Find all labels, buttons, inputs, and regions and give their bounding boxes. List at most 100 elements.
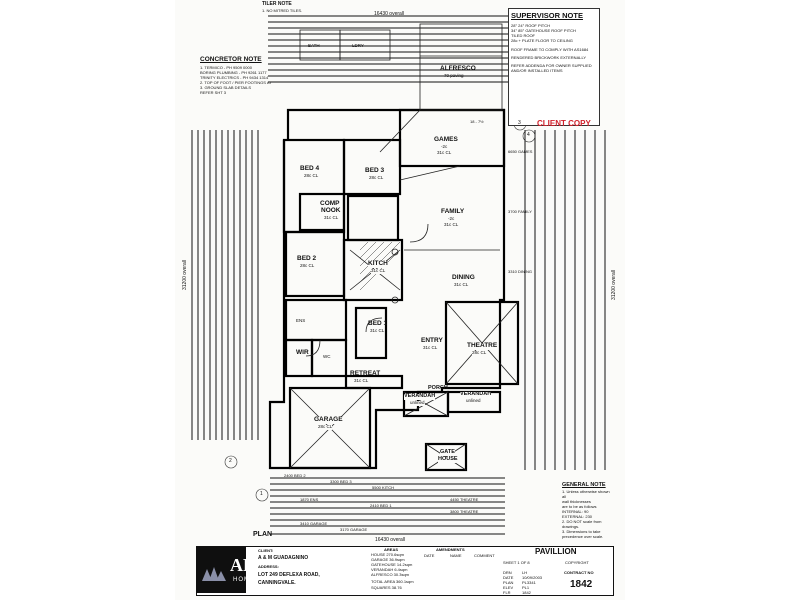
room-garage-ceiling: 28c CL xyxy=(318,424,333,430)
room-alfresco-finish: 70 paving xyxy=(444,73,464,78)
room-dining: DINING xyxy=(452,274,475,281)
room-dining-ceiling: 31c CL xyxy=(454,282,469,287)
area-line: ALFRESCO 30.3sqm xyxy=(371,572,410,577)
supervisor-note: SUPERVISOR NOTE 28° 24° ROOF PITCH 34° 8… xyxy=(508,8,600,126)
room-verandah-left: VERANDAH xyxy=(404,393,436,400)
concreter-line: 2. TOP OF FOOT / PIER FOOTINGS AT xyxy=(200,80,272,85)
room-family: FAMILY xyxy=(441,208,465,215)
room-bed3: BED 3 xyxy=(365,167,385,174)
area-line: VERANDAH 6.4sqm xyxy=(371,567,408,572)
supervisor-line: TILED ROOF xyxy=(511,33,536,38)
date-label: DATE xyxy=(503,575,514,580)
concreter-line: 3. GROUND SLAB DETAILS xyxy=(200,85,252,90)
date-value: 10/09/2003 xyxy=(522,575,543,580)
copyright-label: COPYRIGHT xyxy=(565,560,589,565)
dim-bottom: 4450 THEATRE xyxy=(450,497,479,502)
grid-marker: 4 xyxy=(527,132,530,138)
general-note-line: wall thicknesses xyxy=(562,499,591,504)
room-bed4-ceiling: 28c CL xyxy=(304,173,319,178)
elev-value: PL1 xyxy=(522,585,530,590)
concreter-note: CONCRETOR NOTE 1. TERMICO - PH 9509 0000… xyxy=(198,54,288,116)
room-bed3-ceiling: 28c CL xyxy=(369,175,384,180)
apg-logo xyxy=(196,547,246,593)
supervisor-line: ROOF FRAME TO COMPLY WITH AS1684 xyxy=(511,47,589,52)
plan-label: PLAN xyxy=(253,531,273,538)
supervisor-note-title: SUPERVISOR NOTE xyxy=(511,11,583,20)
room-kitch-ceiling: 31c CL xyxy=(371,268,386,274)
supervisor-line: 34° 85° GATEHOUSE ROOF PITCH xyxy=(511,28,576,33)
room-verandah-left-finish: unlined xyxy=(410,400,425,406)
grid-marker: 3 xyxy=(518,120,521,126)
room-theatre: THEATRE xyxy=(467,342,498,350)
room-retreat-ceiling: 31c CL xyxy=(354,378,369,383)
dim-right: 3700 FAMILY xyxy=(508,209,532,214)
contract-number: 1842 xyxy=(570,579,593,590)
amend-col: NAME xyxy=(450,553,462,558)
general-note-line: precedence over scale. xyxy=(562,534,604,539)
supervisor-line: 28c + PLATE FLOOR TO CEILING xyxy=(511,38,573,43)
room-comp-nook-2: NOOK xyxy=(321,207,341,214)
concreter-line: REFER SHT 3 xyxy=(200,90,226,95)
dim-right: 3310 DINING xyxy=(508,269,533,274)
area-line: GATEHOUSE 14.2sqm xyxy=(371,562,413,567)
room-bath: BATH xyxy=(308,43,320,48)
general-note-line: INTERNAL: 90 xyxy=(562,509,589,514)
room-bed1-ceiling: 31c CL xyxy=(370,328,385,333)
dim-bottom: 3410 GARAGE xyxy=(300,521,328,526)
client-name: A & M GUADAGNINO xyxy=(258,555,309,561)
dim-bottom: 1870 ENS xyxy=(300,497,319,502)
amend-col: DATE xyxy=(424,553,435,558)
address-line2: CANNINGVALE. xyxy=(258,580,296,586)
room-games: GAMES xyxy=(434,136,458,143)
grid-marker: 2 xyxy=(229,458,232,464)
room-retreat: RETREAT xyxy=(350,370,381,377)
dim-bottom: 3300 BED 3 xyxy=(330,479,352,484)
room-verandah-right: VERANDAH xyxy=(460,391,492,398)
areas-label: AREAS xyxy=(384,547,399,552)
room-family-level: -2c xyxy=(448,216,455,221)
supervisor-line: RENDERED BRICKWORK EXTERNALLY xyxy=(511,55,587,60)
general-note: GENERAL NOTE 1. Unless otherwise shown a… xyxy=(560,480,614,542)
flr-value: 1842 xyxy=(522,590,531,595)
address-label: ADDRESS: xyxy=(258,564,279,569)
room-comp-nook-ceiling: 31c CL xyxy=(324,215,339,220)
supervisor-line: REFER ADDENDA FOR OWNER SUPPLIED AND/OR … xyxy=(511,63,592,73)
tiler-note-title: TILER NOTE xyxy=(262,1,292,7)
room-gatehouse-2: HOUSE xyxy=(438,456,458,463)
sheet-number: SHEET 1 OF 8 xyxy=(503,560,530,565)
area-line: HOUSE 270.6sqm xyxy=(371,552,404,557)
room-porch: PORCH xyxy=(428,385,448,391)
area-line: SQUARES 38.76 xyxy=(371,585,402,590)
room-ldry: LDRY xyxy=(352,43,364,48)
room-games-ceiling: 31c CL xyxy=(437,150,452,155)
brand-sub: HOMES xyxy=(233,577,261,583)
room-ens: ENS xyxy=(296,318,306,323)
logo-triangles-icon xyxy=(202,567,226,581)
room-garage: GARAGE xyxy=(314,416,343,424)
design-name: PAVILLION xyxy=(535,547,577,556)
amend-col: COMMENT xyxy=(474,553,495,558)
room-bed1: BED 1 xyxy=(368,320,388,327)
overall-width-bottom: 16430 overall xyxy=(375,537,406,543)
general-note-line: EXTERNAL: 230 xyxy=(562,514,593,519)
title-block xyxy=(196,546,614,596)
overall-height-left: 31200 overall xyxy=(182,259,188,290)
dim-bottom: 5500 KITCH xyxy=(372,485,395,490)
general-note-line: 3. Dimensions to take xyxy=(562,529,601,534)
tiler-note-line: 1. NO MITRED TILES. xyxy=(262,8,303,13)
area-line: TOTAL AREA 360.1sqm xyxy=(371,579,414,584)
concreter-note-title: CONCRETOR NOTE xyxy=(200,56,262,63)
concreter-line: BORING PLUMBING - PH 9261 1177 xyxy=(200,70,267,75)
room-bed2: BED 2 xyxy=(297,255,317,262)
concreter-line: TRINITY ELECTRICS - PH 9434 1314 xyxy=(200,75,269,80)
general-note-line: drawings. xyxy=(562,524,580,529)
general-note-title: GENERAL NOTE xyxy=(562,482,606,488)
dim-bottom: 3170 GARAGE xyxy=(340,527,368,532)
room-bed2-ceiling: 28c CL xyxy=(300,263,315,268)
room-comp-nook: COMP xyxy=(320,200,340,207)
room-bed4: BED 4 xyxy=(300,165,320,172)
room-kitch: KITCH xyxy=(368,260,388,268)
plan-no: PL3341 xyxy=(522,580,536,585)
concreter-line: 1. TERMICO - PH 9509 0000 xyxy=(200,65,252,70)
dim-right: 6650 GAMES xyxy=(508,149,533,154)
